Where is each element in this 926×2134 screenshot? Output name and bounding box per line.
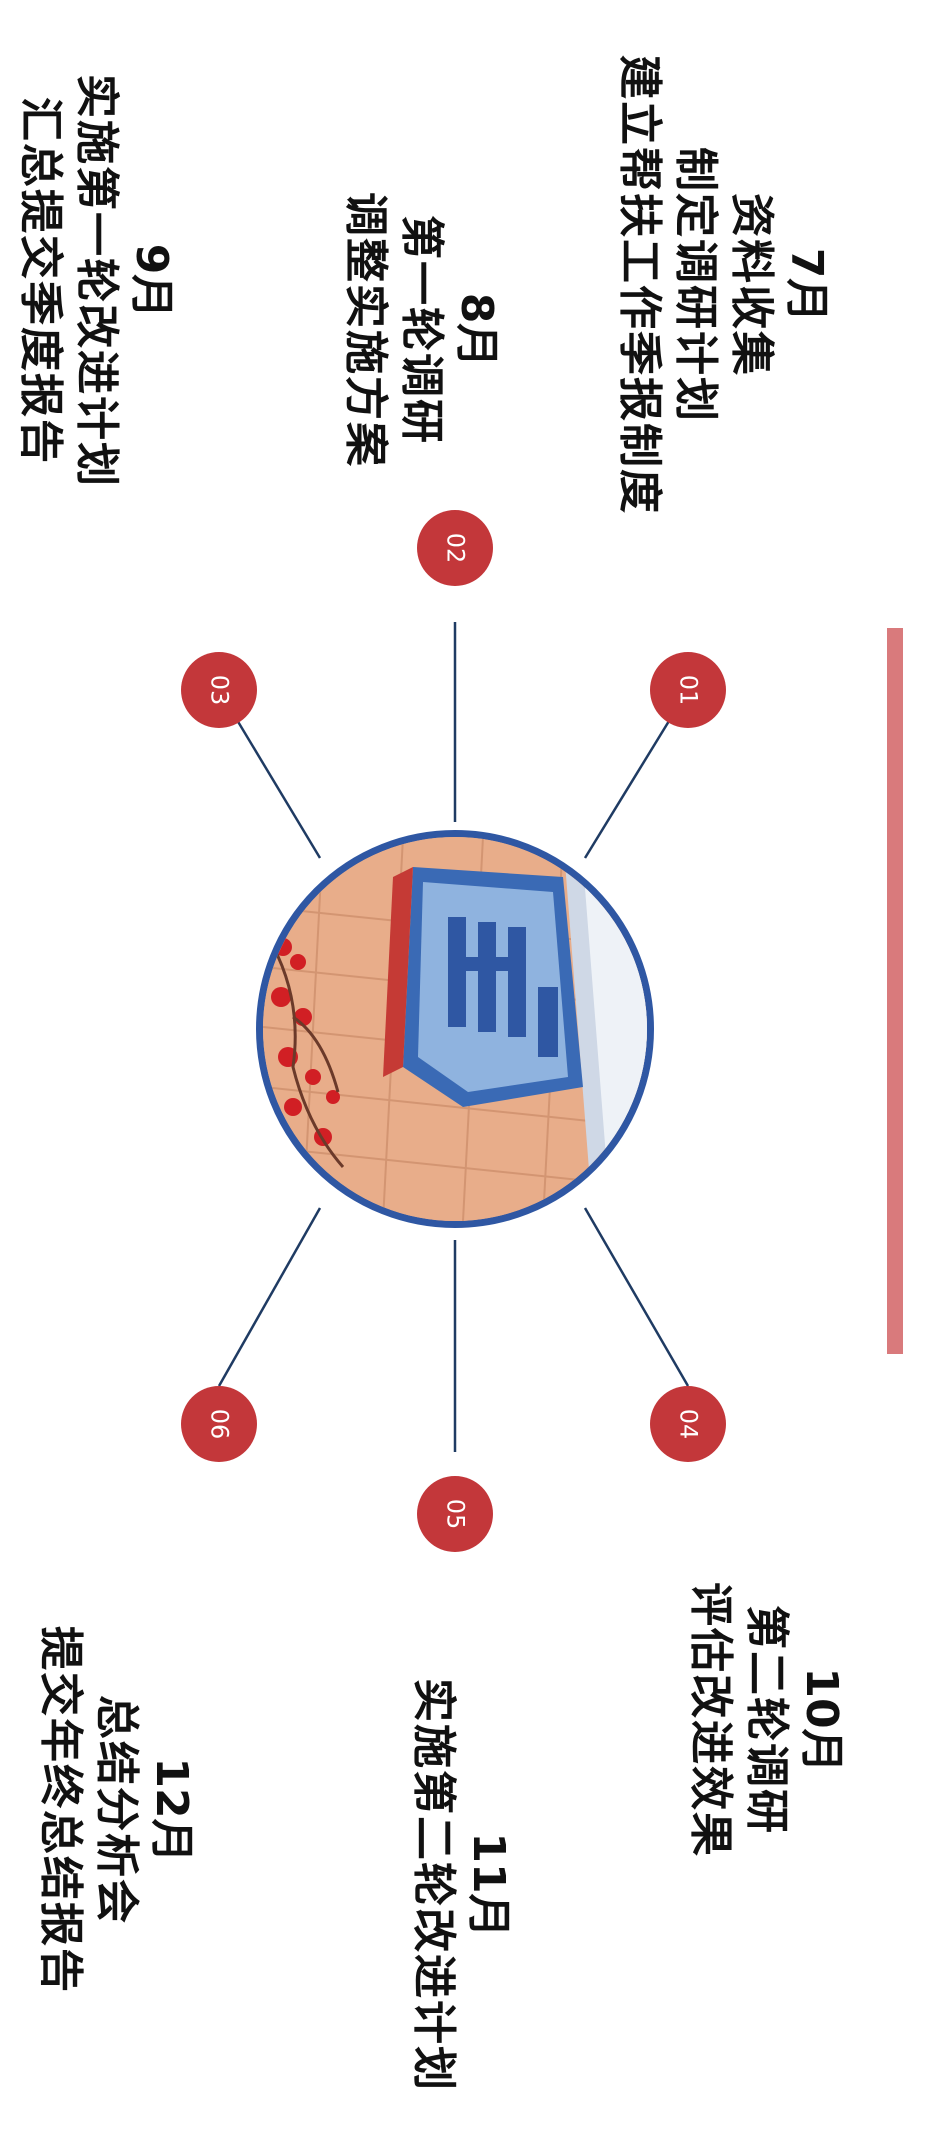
- step-badge-label: 01: [674, 675, 702, 706]
- step-line: 第一轮调研: [393, 180, 449, 480]
- step-badge-label: 06: [205, 1409, 233, 1440]
- step-line: 资料收集: [723, 55, 779, 515]
- step-line: 第二轮调研: [738, 1570, 794, 1870]
- step-line: 建立帮扶工作季报制度: [611, 55, 667, 515]
- connector-06: [219, 1208, 320, 1386]
- step-month: 11月: [461, 1667, 515, 2103]
- connector-04: [585, 1208, 688, 1386]
- step-month: 10月: [794, 1570, 848, 1870]
- step-line: 汇总提交季度报告: [12, 46, 68, 516]
- step-line: 制定调研计划: [667, 55, 723, 515]
- campus-sign-photo-icon: [263, 837, 647, 1221]
- step-badge-04: 04: [650, 1386, 726, 1462]
- step-month: 12月: [144, 1590, 198, 2030]
- step-line: 实施第二轮改进计划: [405, 1667, 461, 2103]
- step-label-01: 7月 资料收集 制定调研计划 建立帮扶工作季报制度: [657, 55, 833, 515]
- step-badge-03: 03: [181, 652, 257, 728]
- step-month: 9月: [124, 46, 178, 516]
- step-month: 8月: [449, 180, 503, 480]
- step-badge-05: 05: [417, 1476, 493, 1552]
- step-line: 总结分析会: [88, 1590, 144, 2030]
- step-badge-label: 02: [441, 533, 469, 564]
- step-line: 实施第一轮改进计划: [68, 46, 124, 516]
- step-badge-02: 02: [417, 510, 493, 586]
- step-label-04: 10月 第二轮调研 评估改进效果: [732, 1570, 848, 1870]
- step-badge-01: 01: [650, 652, 726, 728]
- step-label-02: 8月 第一轮调研 调整实施方案: [387, 180, 503, 480]
- step-label-05: 11月 实施第二轮改进计划: [405, 1667, 515, 2103]
- step-month: 7月: [779, 55, 833, 515]
- step-label-03: 9月 实施第一轮改进计划 汇总提交季度报告: [2, 46, 178, 516]
- step-label-06: 12月 总结分析会 提交年终总结报告: [22, 1590, 198, 2030]
- center-photo: [256, 830, 654, 1228]
- step-badge-label: 04: [674, 1409, 702, 1440]
- step-line: 提交年终总结报告: [32, 1590, 88, 2030]
- step-badge-label: 05: [441, 1499, 469, 1530]
- step-line: 调整实施方案: [337, 180, 393, 480]
- step-badge-label: 03: [205, 675, 233, 706]
- step-line: 评估改进效果: [682, 1570, 738, 1870]
- step-badge-06: 06: [181, 1386, 257, 1462]
